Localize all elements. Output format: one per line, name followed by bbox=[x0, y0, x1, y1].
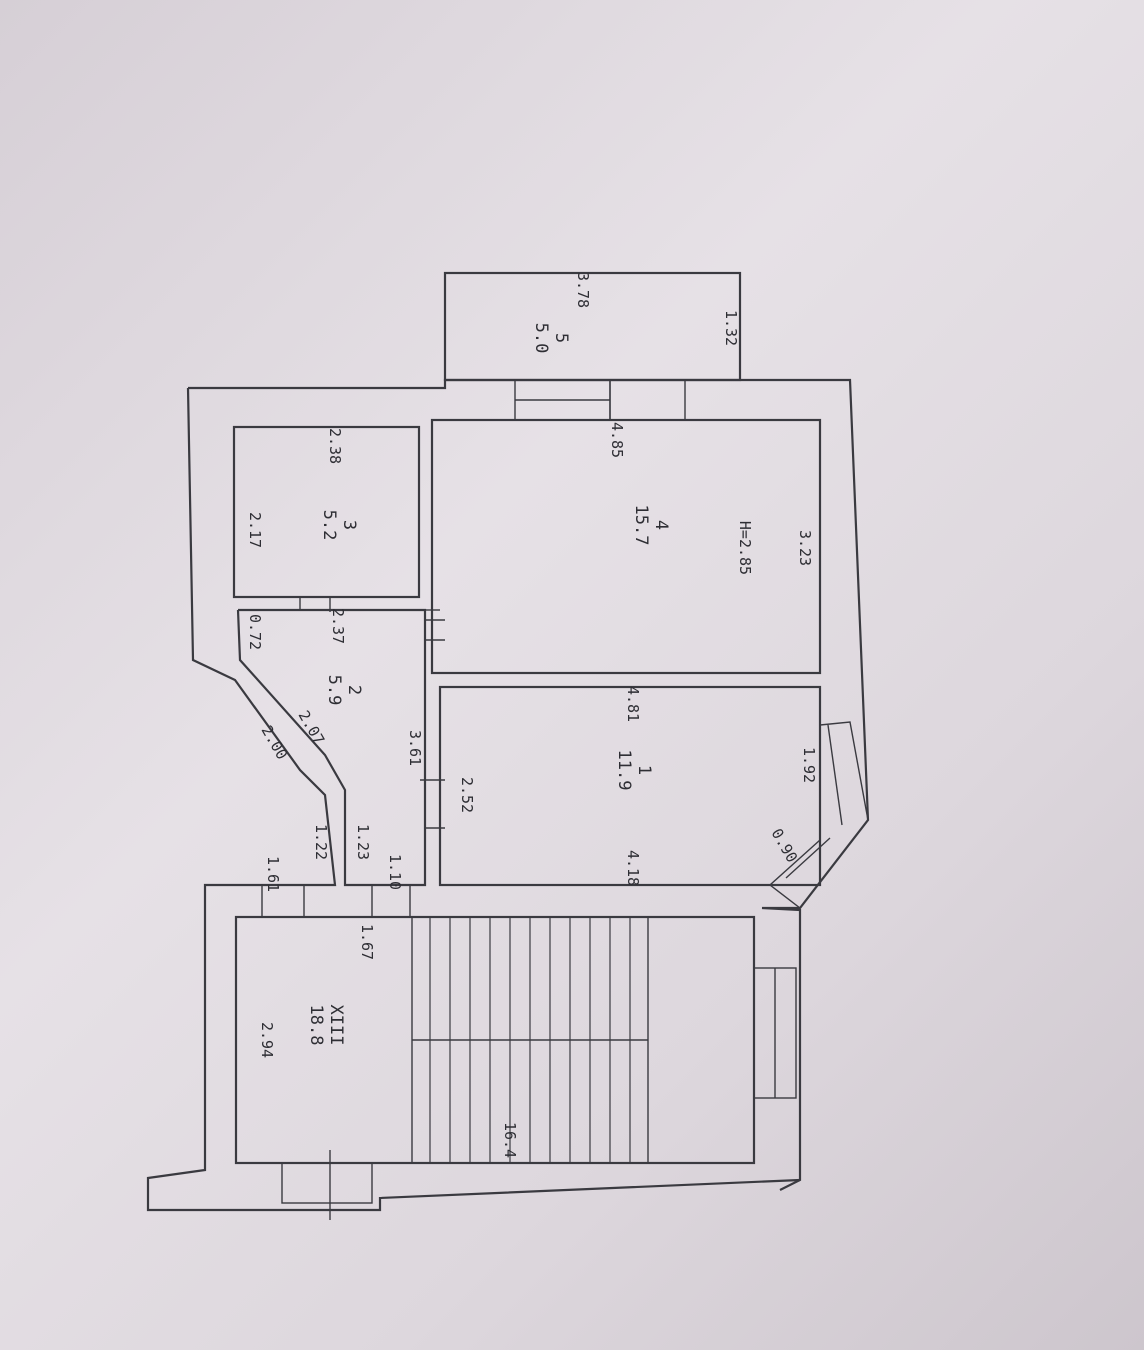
room-3-outline bbox=[232, 425, 421, 599]
outer-wall-left bbox=[146, 387, 801, 1212]
room-4-outline bbox=[430, 418, 822, 675]
dim-4-81: 4.81 bbox=[624, 686, 642, 722]
room-1-outline bbox=[438, 685, 822, 887]
dim-stair: 16.4 bbox=[501, 1122, 519, 1158]
dim-0-90: 0.90 bbox=[768, 825, 802, 865]
dim-2-52: 2.52 bbox=[458, 777, 476, 813]
dim-0-72: 0.72 bbox=[246, 614, 264, 650]
dim-1-67: 1.67 bbox=[358, 924, 376, 960]
dim-2-94: 2.94 bbox=[258, 1022, 276, 1058]
outer-wall bbox=[188, 378, 870, 1191]
dim-1-22: 1.22 bbox=[312, 824, 330, 860]
dim-1-23: 1.23 bbox=[354, 824, 372, 860]
dim-2-00: 2.00 bbox=[258, 722, 292, 762]
bay-window-line bbox=[827, 724, 843, 826]
room-1-number: 1 bbox=[634, 765, 654, 775]
dim-3-61: 3.61 bbox=[406, 730, 424, 766]
room-4-number: 4 bbox=[651, 520, 671, 530]
dim-1-10: 1.10 bbox=[386, 854, 404, 890]
dim-ceiling: H=2.85 bbox=[736, 521, 754, 575]
room-xiii-number: XIII bbox=[326, 1005, 346, 1046]
dim-1-61: 1.61 bbox=[264, 856, 282, 892]
room-3-number: 3 bbox=[339, 520, 359, 530]
room-xiii-area: 18.8 bbox=[306, 1005, 326, 1046]
stair-steps bbox=[429, 917, 631, 1163]
dim-1-92: 1.92 bbox=[800, 747, 818, 783]
room-5-area: 5.0 bbox=[531, 323, 551, 354]
room-4-area: 15.7 bbox=[631, 505, 651, 546]
balcony-window bbox=[609, 379, 686, 421]
bay-window bbox=[768, 721, 869, 909]
dim-2-17: 2.17 bbox=[246, 512, 264, 548]
dim-3-78: 3.78 bbox=[574, 272, 592, 308]
room-2-number: 2 bbox=[344, 685, 364, 695]
room-1-area: 11.9 bbox=[614, 750, 634, 791]
room-3-area: 5.2 bbox=[319, 510, 339, 541]
dim-2-37: 2.37 bbox=[329, 608, 347, 644]
dim-4-85: 4.85 bbox=[608, 422, 626, 458]
bottom-entrance bbox=[281, 1162, 373, 1204]
room-2-area: 5.9 bbox=[324, 675, 344, 706]
dim-1-32: 1.32 bbox=[722, 310, 740, 346]
room-2-outline bbox=[236, 608, 427, 887]
bay-window-line-2 bbox=[785, 837, 831, 879]
room-5-number: 5 bbox=[551, 333, 571, 343]
dim-2-38: 2.38 bbox=[326, 428, 344, 464]
dim-4-18: 4.18 bbox=[624, 850, 642, 886]
dim-3-23: 3.23 bbox=[796, 530, 814, 566]
